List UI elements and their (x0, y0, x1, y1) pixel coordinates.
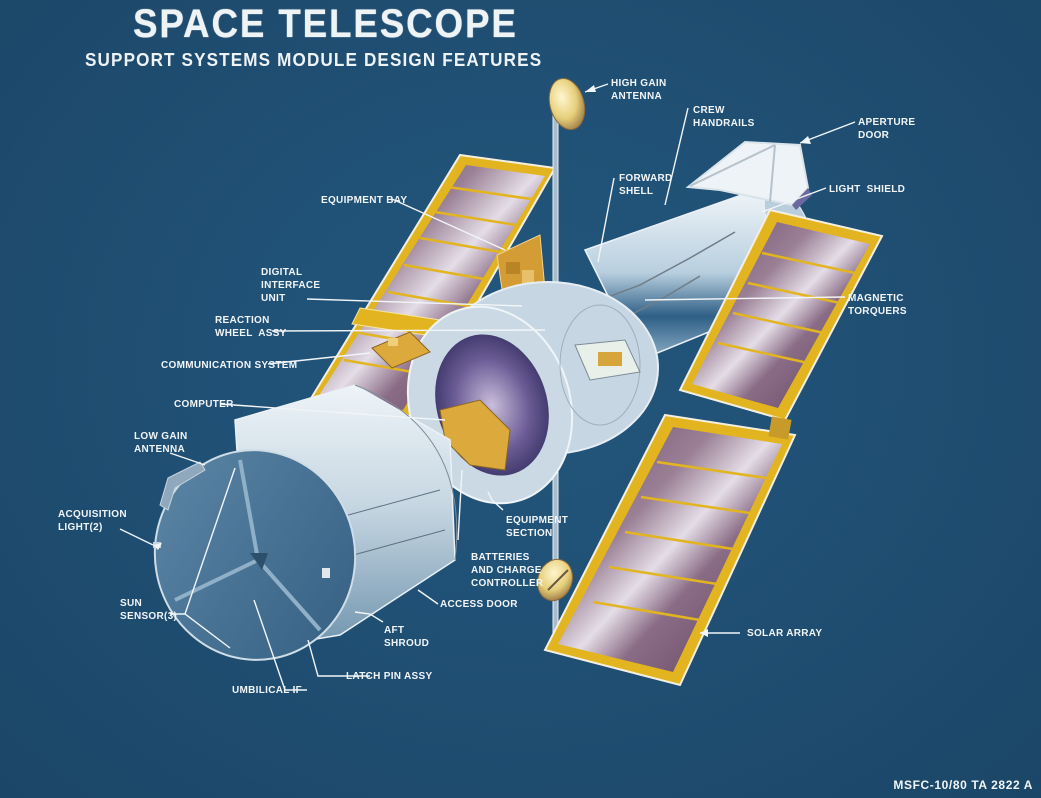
label-low-gain-antenna: LOW GAIN ANTENNA (134, 431, 188, 455)
label-digital-interface-unit: DIGITAL INTERFACE UNIT (261, 267, 321, 304)
communication-system-box (371, 331, 431, 369)
label-latch-pin-assy: LATCH PIN ASSY (346, 671, 433, 682)
aft-shroud (153, 384, 458, 661)
label-solar-array: SOLAR ARRAY (747, 628, 823, 639)
label-reaction-wheel-assy: REACTION WHEEL ASSY (215, 315, 287, 339)
label-aperture-door: APERTURE DOOR (858, 117, 916, 141)
page-subtitle: SUPPORT SYSTEMS MODULE DESIGN FEATURES (85, 50, 543, 70)
leader-arrowheads (153, 85, 811, 637)
label-batteries-charge-controller: BATTERIES AND CHARGE CONTROLLER (471, 552, 544, 589)
label-equipment-bay: EQUIPMENT BAY (321, 195, 408, 206)
label-equipment-section: EQUIPMENT SECTION (506, 515, 569, 539)
label-acquisition-light: ACQUISITION LIGHT(2) (58, 509, 127, 533)
label-computer: COMPUTER (174, 399, 234, 410)
label-light-shield: LIGHT SHIELD (829, 184, 906, 195)
label-communication-system: COMMUNICATION SYSTEM (161, 360, 298, 371)
aperture-door (685, 140, 812, 210)
solar-array-right-lower (543, 413, 797, 687)
label-aft-shroud: AFT SHROUD (384, 625, 430, 649)
leader-lines (119, 83, 856, 691)
label-sun-sensor: SUN SENSOR(3) (120, 598, 178, 622)
label-high-gain-antenna: HIGH GAIN ANTENNA (611, 78, 667, 102)
label-umbilical-if: UMBILICAL IF (232, 685, 303, 696)
page-title: SPACE TELESCOPE (133, 2, 518, 46)
label-magnetic-torquers: MAGNETIC TORQUERS (848, 293, 907, 317)
label-forward-shell: FORWARD SHELL (619, 173, 673, 197)
label-access-door: ACCESS DOOR (440, 599, 518, 610)
equipment-section (406, 281, 659, 505)
label-crew-handrails: CREW HANDRAILS (693, 105, 755, 129)
solar-array-right-upper (678, 208, 884, 422)
reference-number: MSFC-10/80 TA 2822 A (893, 778, 1033, 792)
